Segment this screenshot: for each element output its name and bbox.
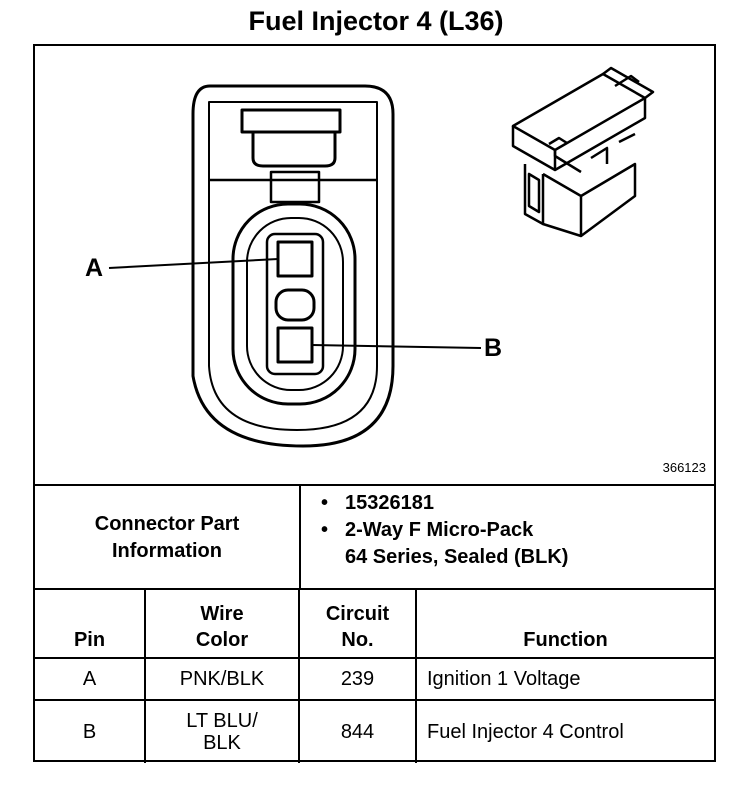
bullet-icon: • (321, 519, 329, 541)
connector-isometric-view (511, 66, 655, 238)
leader-line-b (311, 344, 482, 349)
cell-circuit: 844 (298, 699, 417, 763)
cell-pin: A (35, 657, 146, 701)
seal-face-inner (246, 217, 344, 391)
cell-function: Ignition 1 Voltage (415, 657, 714, 701)
cavity-b (276, 326, 314, 364)
seal-face-outer (231, 202, 357, 406)
connector-part-info: Connector Part Information •15326181 •2-… (35, 484, 714, 590)
connector-drawing (108, 66, 655, 448)
cell-wire-color: PNK/BLK (144, 657, 300, 701)
cavity-frame (265, 232, 325, 376)
connector-part-info-label: Connector Part Information (35, 486, 301, 590)
table-row: A PNK/BLK 239 Ignition 1 Voltage (35, 657, 714, 701)
figure-number: 366123 (662, 460, 706, 475)
connector-diagram: A B 366123 (35, 46, 714, 484)
bullet-icon: • (321, 492, 329, 514)
pin-label-b: B (484, 334, 503, 362)
cell-function: Fuel Injector 4 Control (415, 699, 714, 763)
leader-line-a (108, 258, 279, 269)
connector-latch-arm (251, 132, 337, 168)
cell-circuit: 239 (298, 657, 417, 701)
diagram-title: Fuel Injector 4 (L36) (248, 6, 504, 36)
connector-housing-rim (208, 101, 378, 431)
header-pin: Pin (35, 588, 146, 659)
info-label-line2: Information (112, 540, 222, 562)
header-function: Function (415, 588, 714, 659)
connector-frame: A B 366123 Connector Part Information •1… (33, 44, 716, 763)
connector-part-info-list: •15326181 •2-Way F Micro-Pack 64 Series,… (321, 490, 568, 571)
info-item-continued: 64 Series, Sealed (BLK) (345, 546, 569, 568)
table-row: B LT BLU/BLK 844 Fuel Injector 4 Control (35, 699, 714, 763)
pin-label-a: A (85, 254, 104, 282)
info-item: •15326181 (321, 490, 568, 517)
connector-latch (240, 108, 342, 134)
info-label-line1: Connector Part (94, 513, 240, 535)
connector-housing (191, 84, 395, 448)
cavity-middle (274, 288, 316, 322)
cell-pin: B (35, 699, 146, 763)
info-item: •2-Way F Micro-Pack (321, 517, 568, 544)
cavity-a (276, 240, 314, 278)
cell-wire-color: LT BLU/BLK (144, 699, 300, 763)
